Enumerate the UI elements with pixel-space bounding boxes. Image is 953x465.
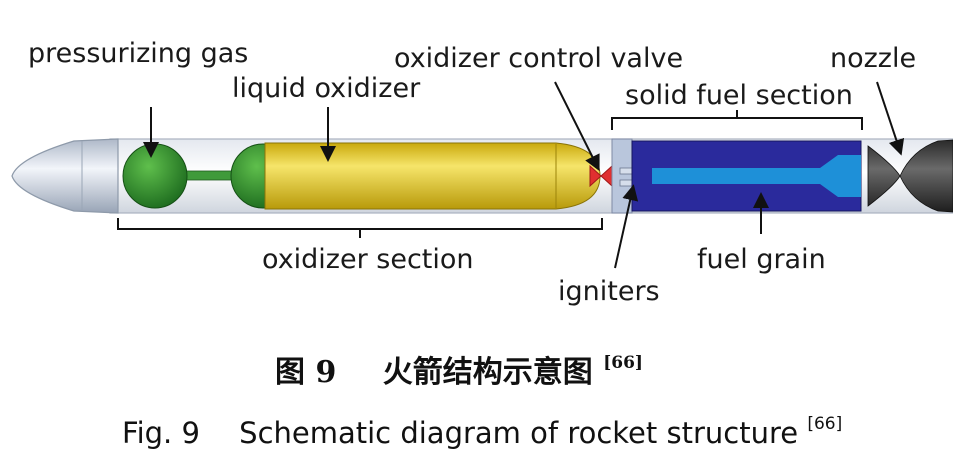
caption-cn-title: 火箭结构示意图 [383,355,593,390]
nose-cone [11,138,119,214]
label-pressurizing-gas: pressurizing gas [28,38,248,69]
label-igniters: igniters [558,276,660,307]
caption-en-ref: [66] [807,414,842,434]
label-liquid-oxidizer: liquid oxidizer [232,73,421,104]
solid-fuel-section-bracket [611,110,863,130]
oxidizer-section-bracket [117,218,603,238]
arrow-igniters [614,184,639,269]
label-fuel-grain: fuel grain [697,244,826,275]
caption-cn: 图 9 火箭结构示意图 [66] [275,353,643,390]
caption-en: Fig. 9 Schematic diagram of rocket struc… [122,414,842,450]
label-nozzle: nozzle [830,43,916,74]
caption-en-title: Schematic diagram of rocket structure [239,416,798,450]
label-oxidizer-section: oxidizer section [262,244,474,275]
caption-cn-ref: [66] [603,353,643,373]
arrow-nozzle [876,81,905,156]
liquid-oxidizer-tank [264,142,601,210]
gas-sphere-front [122,143,188,209]
arrow-oxidizer-control-valve [554,81,600,172]
caption-cn-fig: 图 9 [275,355,336,390]
label-oxidizer-control-valve: oxidizer control valve [394,43,683,74]
label-solid-fuel-section: solid fuel section [625,80,853,111]
caption-en-fig: Fig. 9 [122,416,200,450]
fuel-combustion-port [652,155,861,197]
nozzle [867,139,953,213]
